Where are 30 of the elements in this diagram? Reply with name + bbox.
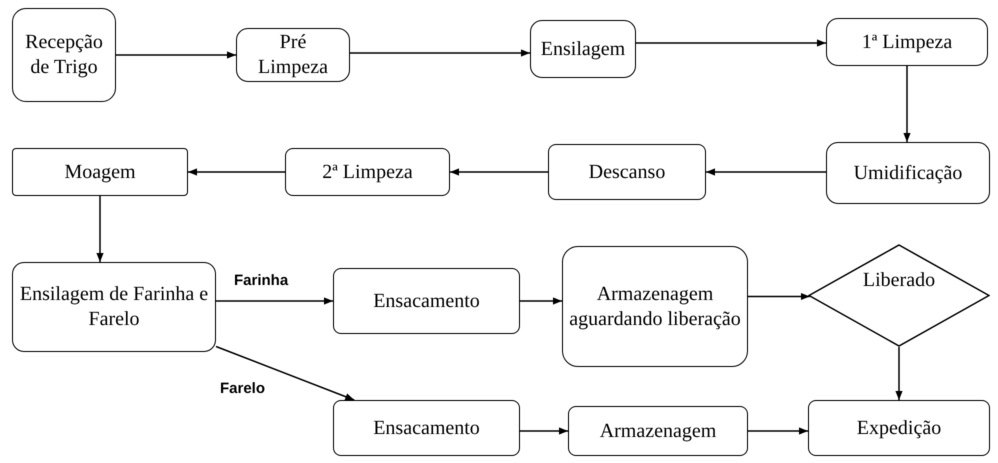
process-box: Recepção de Trigo (12, 8, 116, 102)
arrow (903, 66, 911, 142)
arrow (520, 427, 568, 435)
process-box: Expedição (808, 400, 990, 456)
process-box: 1ª Limpeza (826, 18, 988, 66)
process-box: Pré Limpeza (236, 28, 350, 82)
process-box: Armazenagem (568, 406, 748, 456)
process-box: Ensilagem (530, 20, 636, 78)
arrow (216, 297, 333, 305)
process-box: Descanso (548, 144, 706, 200)
arrow (636, 39, 826, 47)
process-box: Ensacamento (333, 400, 520, 456)
arrow (450, 168, 548, 176)
arrow (116, 51, 236, 59)
arrow (216, 346, 354, 401)
arrow (350, 49, 530, 57)
arrow (748, 292, 810, 300)
arrow (895, 347, 903, 400)
arrow (520, 297, 562, 305)
process-box: Ensacamento (333, 268, 520, 334)
process-box: Umidificação (826, 142, 990, 204)
arrow (188, 168, 285, 176)
process-box: Ensilagem de Farinha e Farelo (12, 262, 216, 352)
process-box: Moagem (12, 148, 188, 196)
process-box: Armazenagem aguardando liberação (562, 246, 748, 367)
arrow (706, 168, 826, 176)
decision-diamond: Liberado (808, 244, 990, 347)
process-box: 2ª Limpeza (285, 148, 450, 196)
arrow (748, 427, 808, 435)
arrow (96, 196, 104, 262)
